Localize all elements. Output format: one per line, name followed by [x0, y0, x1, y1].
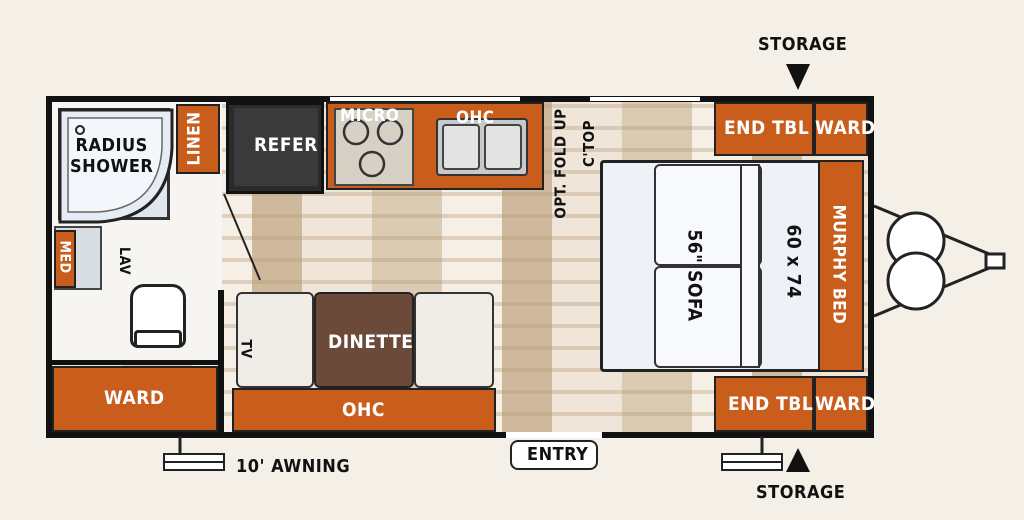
tv-label: TV — [237, 339, 254, 359]
wall-right — [868, 96, 874, 438]
opt-fold-up-label: OPT. FOLD UP — [551, 108, 570, 219]
ctop-label: C'TOP — [580, 119, 599, 168]
stove-burners — [342, 118, 404, 178]
dinette-table — [314, 292, 414, 388]
end-table-bottom — [714, 376, 814, 432]
door-swing — [223, 193, 261, 281]
ward-top-right-label: WARD — [815, 117, 876, 139]
storage-bottom-arrow-icon — [786, 448, 810, 472]
med-cabinet — [54, 230, 76, 288]
ward-left-label: WARD — [104, 387, 165, 409]
ohc-bottom-label: OHC — [342, 399, 385, 421]
refer-label: REFER — [254, 134, 318, 156]
entry-box[interactable] — [510, 440, 598, 470]
toilet-tank — [134, 330, 182, 348]
ward-bottom-right — [814, 376, 868, 432]
shower-curve — [58, 108, 174, 224]
storage-top-label: STORAGE — [758, 34, 848, 55]
wall-bottom — [46, 432, 874, 438]
storage-top-arrow-icon — [786, 64, 810, 90]
ward-left — [52, 366, 218, 432]
dinette-seat-left — [236, 292, 314, 388]
stove — [334, 108, 414, 186]
awning-left-mark — [163, 436, 225, 471]
sofa-back — [740, 164, 760, 368]
linen-cabinet — [176, 104, 220, 174]
awning-right-mark — [721, 436, 783, 471]
awning-label: 10' AWNING — [236, 456, 351, 477]
dinette-label: DINETTE — [328, 331, 414, 353]
end-table-top — [714, 102, 814, 156]
window-top-right — [590, 97, 700, 101]
storage-bottom-label: STORAGE — [756, 482, 846, 503]
sink-basin-right — [484, 124, 522, 170]
micro-label: MICRO — [340, 106, 400, 126]
lav-label: LAV — [116, 246, 133, 276]
sink-basin-left — [442, 124, 480, 170]
ohc-top-label: OHC — [456, 108, 495, 128]
shower-label: RADIUS SHOWER — [70, 135, 154, 177]
end-tbl-top-label: END TBL — [724, 117, 810, 139]
bath-wall-bottom — [52, 360, 224, 365]
ward-top-right — [814, 102, 868, 156]
bed-size-label: 60 x 74 — [782, 224, 805, 299]
entry-label: ENTRY — [527, 444, 589, 465]
wall-left — [46, 96, 52, 438]
window-top — [330, 97, 520, 101]
end-tbl-bottom-label: END TBL — [728, 393, 814, 415]
hitch — [874, 204, 1006, 318]
ward-bottom-right-label: WARD — [815, 393, 876, 415]
murphy-bed-cabinet — [818, 160, 864, 372]
sofa-label: 56" SOFA — [683, 229, 706, 322]
med-label: MED — [56, 240, 73, 274]
entry-door-gap — [506, 432, 602, 438]
ohc-bottom-cabinet — [232, 388, 496, 432]
murphy-bed-label: MURPHY BED — [828, 204, 849, 325]
dinette-seat-right — [414, 292, 494, 388]
refrigerator-inner — [234, 108, 318, 186]
linen-label: LINEN — [184, 111, 205, 166]
